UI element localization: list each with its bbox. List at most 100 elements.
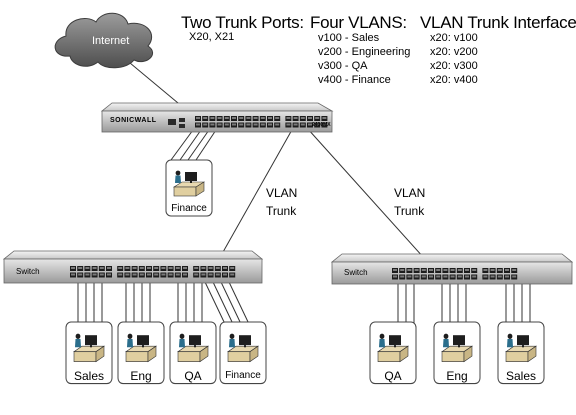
- switch-left-label: Switch: [16, 267, 40, 276]
- network-port: [209, 122, 216, 128]
- network-port: [267, 116, 273, 121]
- network-port: [182, 272, 188, 278]
- network-port: [138, 266, 145, 271]
- network-port: [153, 272, 160, 278]
- network-port: [131, 266, 138, 271]
- network-port: [504, 274, 510, 280]
- network-port: [167, 266, 174, 271]
- network-port: [124, 266, 131, 271]
- network-port: [511, 274, 518, 280]
- switch-left: [2, 250, 264, 284]
- network-port: [464, 274, 470, 280]
- vlan-trunk-right-label-2: Trunk: [394, 204, 425, 218]
- network-port: [77, 272, 84, 278]
- network-port: [200, 266, 207, 271]
- host-label-qa: QA: [384, 369, 402, 383]
- network-port: [464, 268, 470, 273]
- network-port: [245, 122, 252, 128]
- network-port: [91, 266, 98, 271]
- network-port: [406, 274, 413, 280]
- interface-item: x20: v200: [430, 46, 478, 58]
- network-port: [245, 116, 252, 121]
- cables: [77, 47, 531, 325]
- network-port: [146, 266, 152, 271]
- network-port: [131, 272, 138, 278]
- network-port: [214, 266, 221, 271]
- network-port: [222, 272, 228, 278]
- network-port: [214, 272, 221, 278]
- network-port: [471, 274, 478, 280]
- network-port: [91, 272, 98, 278]
- network-port: [471, 268, 478, 273]
- vlan-trunk-right-line: [306, 127, 434, 269]
- vlan-item: v200 - Engineering: [318, 46, 411, 58]
- host-label-sales: Sales: [505, 369, 537, 383]
- trunk-ports-list: X20, X21: [189, 31, 235, 43]
- firewall-brand: SONICWALL: [110, 117, 157, 124]
- network-port: [428, 268, 434, 273]
- host-label-eng: Eng: [130, 369, 152, 383]
- vlan-trunk-left-line: [213, 127, 294, 269]
- network-port: [314, 116, 321, 121]
- vlan-item: v400 - Finance: [318, 74, 391, 86]
- network-port: [222, 266, 228, 271]
- vlan-trunk-left-label-1: VLAN: [266, 186, 298, 200]
- firewall-device: [100, 102, 334, 133]
- network-port: [117, 266, 124, 271]
- network-port: [195, 116, 201, 121]
- network-port: [413, 268, 420, 273]
- network-port: [146, 272, 152, 278]
- network-port: [193, 266, 200, 271]
- network-port: [252, 116, 259, 121]
- network-port: [489, 274, 496, 280]
- vlans-title: Four VLANS:: [310, 13, 407, 32]
- network-port: [223, 122, 230, 128]
- network-port: [229, 266, 236, 271]
- network-port: [252, 122, 259, 128]
- network-port: [231, 116, 237, 121]
- network-port: [496, 274, 503, 280]
- network-port: [285, 116, 292, 121]
- network-port: [482, 274, 489, 280]
- network-port: [98, 272, 105, 278]
- network-port: [442, 268, 449, 273]
- network-port: [174, 266, 181, 271]
- network-port: [321, 116, 328, 121]
- network-port: [435, 268, 442, 273]
- network-port: [435, 274, 442, 280]
- interface-item: x20: v100: [430, 32, 478, 44]
- firewall-model: 2400MX: [312, 122, 331, 128]
- network-port: [153, 266, 160, 271]
- network-port: [124, 272, 131, 278]
- network-port: [299, 122, 306, 128]
- network-port: [292, 122, 299, 128]
- network-port: [200, 272, 207, 278]
- network-port: [456, 274, 463, 280]
- network-port: [449, 274, 456, 280]
- network-port: [406, 268, 413, 273]
- network-port: [449, 268, 456, 273]
- host-label-finance: Finance: [225, 370, 261, 381]
- network-port: [285, 122, 292, 128]
- host-label-qa: QA: [184, 369, 202, 383]
- network-port: [216, 116, 223, 121]
- network-port: [182, 266, 188, 271]
- finance-link: [170, 129, 194, 161]
- network-port: [117, 272, 124, 278]
- network-port: [207, 266, 214, 271]
- network-port: [167, 272, 174, 278]
- network-port: [229, 272, 236, 278]
- trunk-ports-title: Two Trunk Ports:: [181, 13, 304, 32]
- network-port: [106, 272, 112, 278]
- internet-label: Internet: [92, 35, 130, 47]
- network-port: [202, 116, 209, 121]
- network-port: [98, 266, 105, 271]
- vlan-trunk-left-label-2: Trunk: [266, 204, 297, 218]
- host-label-eng: Eng: [446, 369, 468, 383]
- network-port: [274, 116, 281, 121]
- network-port: [84, 272, 91, 278]
- network-port: [274, 122, 281, 128]
- network-port: [267, 122, 273, 128]
- host-label-sales: Sales: [73, 369, 105, 383]
